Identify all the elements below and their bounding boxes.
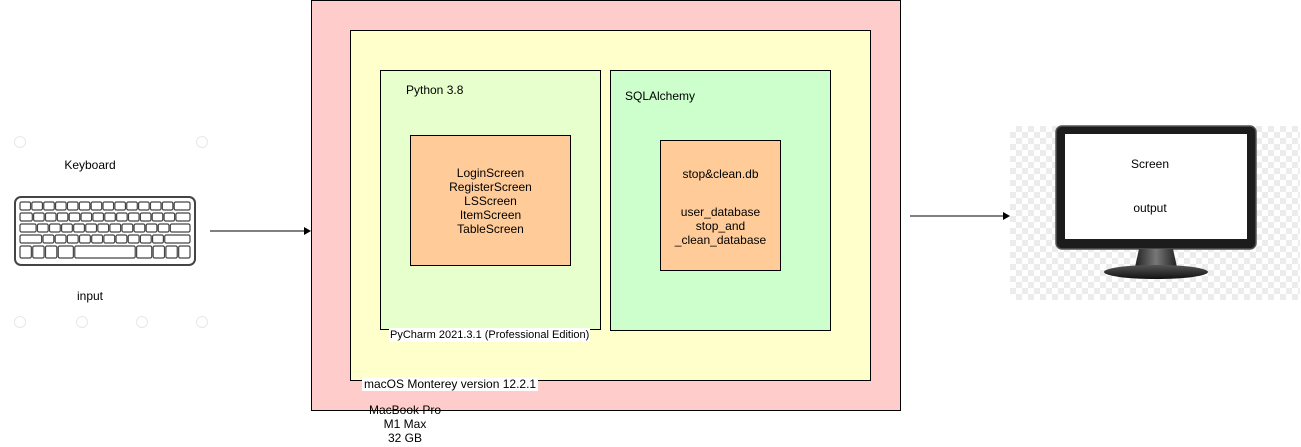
screen-name: TableScreen	[457, 221, 524, 236]
keyboard-key	[44, 212, 57, 222]
keyboard-key	[103, 234, 116, 244]
keyboard-key	[127, 234, 140, 244]
screen-name: ItemScreen	[459, 207, 522, 222]
keyboard-key	[104, 212, 116, 222]
keyboard-key	[61, 223, 73, 233]
keyboard-key	[149, 201, 162, 211]
keyboard-key	[145, 223, 158, 233]
monitor-output-label: output	[1133, 201, 1167, 215]
keyboard-key	[102, 201, 115, 211]
keyboard-key	[161, 201, 174, 211]
keyboard-key	[163, 212, 176, 222]
screen-name: LoginScreen	[456, 165, 525, 180]
keyboard-key	[152, 245, 166, 259]
python-label: Python 3.8	[406, 83, 464, 97]
output-arrow	[910, 212, 1010, 220]
monitor-screen-label: Screen	[1130, 157, 1170, 171]
keyboard-key	[133, 223, 146, 233]
keyboard-input-label: input	[76, 289, 104, 303]
keyboard-key	[74, 245, 136, 259]
watermark-dot	[14, 316, 26, 328]
watermark-dot	[196, 136, 208, 148]
table-name: _clean_database	[674, 233, 767, 247]
keyboard-key	[19, 245, 32, 259]
keyboard-key	[19, 234, 43, 244]
keyboard-key	[139, 234, 152, 244]
keyboard-key	[19, 212, 33, 222]
keyboard-key	[54, 201, 67, 211]
keyboard-key	[31, 201, 44, 211]
keyboard-key	[66, 201, 79, 211]
keyboard-key	[127, 212, 140, 222]
keyboard-key	[36, 223, 49, 233]
hardware-spec: M1 Max	[383, 417, 427, 431]
keyboard-key	[32, 245, 45, 259]
keyboard-key	[126, 201, 138, 211]
keyboard-key	[151, 234, 164, 244]
hardware-spec: 32 GB	[387, 431, 423, 445]
keyboard-key	[78, 234, 91, 244]
keyboard-key	[78, 201, 91, 211]
keyboard-key	[68, 212, 81, 222]
keyboard-key	[175, 212, 191, 222]
keyboard-key	[66, 234, 79, 244]
screen-name: RegisterScreen	[449, 179, 532, 194]
keyboard-key	[157, 223, 170, 233]
watermark-dot	[14, 136, 26, 148]
keyboard-key	[136, 245, 153, 259]
table-name: user_database	[680, 205, 761, 219]
keyboard-key	[42, 234, 55, 244]
pycharm-label: PyCharm 2021.3.1 (Professional Edition)	[389, 328, 591, 342]
watermark-dot	[76, 316, 88, 328]
keyboard-key	[33, 212, 45, 222]
screen-name: LSScreen	[464, 193, 517, 208]
macos-label: macOS Monterey version 12.2.1	[362, 377, 539, 391]
keyboard-key	[43, 201, 55, 211]
keyboard-key	[91, 234, 104, 244]
keyboard-key	[54, 234, 67, 244]
keyboard-key	[164, 234, 191, 244]
keyboard-key	[90, 201, 103, 211]
keyboard-key	[97, 223, 110, 233]
keyboard-key	[109, 223, 122, 233]
keyboard-key	[56, 212, 69, 222]
keyboard-key	[19, 201, 32, 211]
input-arrow	[210, 227, 311, 235]
keyboard-key	[115, 234, 128, 244]
keyboard-key	[114, 201, 127, 211]
keyboard-key	[169, 223, 191, 233]
keyboard-key	[85, 223, 98, 233]
keyboard-icon	[14, 196, 196, 266]
monitor-icon	[1055, 125, 1257, 280]
keyboard-key	[121, 223, 134, 233]
keyboard-key	[44, 245, 58, 259]
keyboard-key	[151, 212, 164, 222]
keyboard-key	[178, 245, 191, 259]
keyboard-key	[138, 201, 150, 211]
watermark-dot	[136, 316, 148, 328]
keyboard-key	[173, 201, 191, 211]
watermark-dot	[196, 316, 208, 328]
sqlalchemy-label: SQLAlchemy	[625, 89, 696, 103]
keyboard-label: Keyboard	[64, 158, 116, 172]
keyboard-key	[92, 212, 105, 222]
database-name: stop&clean.db	[682, 167, 759, 181]
hardware-spec: MacBook Pro	[368, 403, 442, 417]
keyboard-key	[48, 223, 61, 233]
table-name: stop_and	[695, 219, 746, 233]
keyboard-key	[80, 212, 93, 222]
keyboard-key	[73, 223, 86, 233]
keyboard-key	[57, 245, 74, 259]
keyboard-key	[19, 223, 37, 233]
keyboard-key	[165, 245, 178, 259]
keyboard-key	[139, 212, 152, 222]
keyboard-key	[116, 212, 128, 222]
